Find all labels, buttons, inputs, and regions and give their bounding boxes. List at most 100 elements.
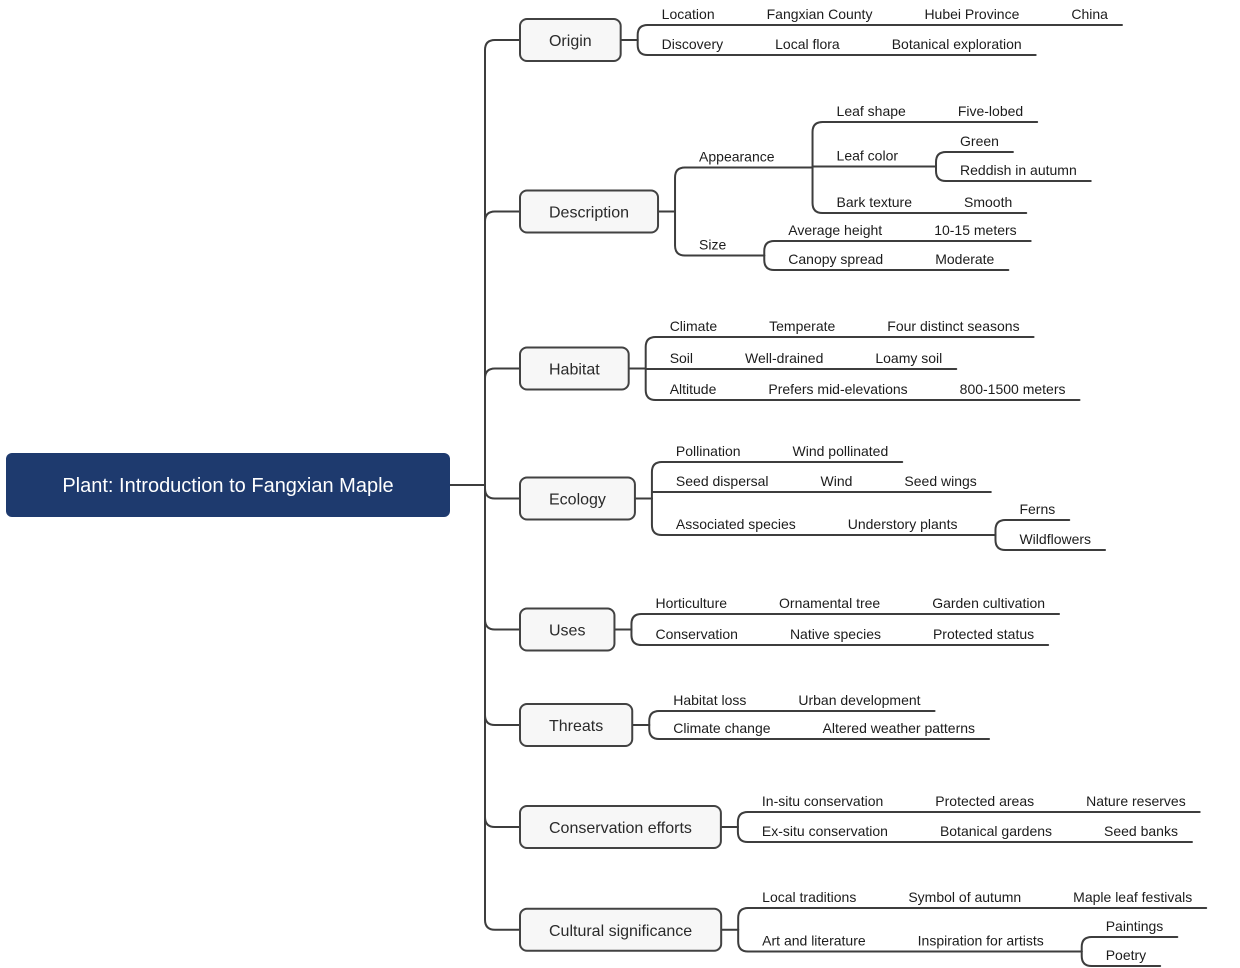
node-label-800-1500-meters[interactable]: 800-1500 meters: [960, 381, 1066, 397]
connector-line: [630, 628, 643, 646]
node-label-horticulture[interactable]: Horticulture: [655, 595, 727, 611]
node-label-five-lobed[interactable]: Five-lobed: [958, 103, 1023, 119]
node-label-average-height[interactable]: Average height: [788, 222, 882, 238]
connector-line: [935, 165, 948, 182]
connector-line: [636, 39, 649, 56]
node-label-leaf-shape[interactable]: Leaf shape: [837, 103, 906, 119]
node-label-pollination[interactable]: Pollination: [676, 443, 741, 459]
node-label-seed-banks[interactable]: Seed banks: [1104, 823, 1178, 839]
node-label-paintings[interactable]: Paintings: [1106, 918, 1164, 934]
branch-node-habitat[interactable]: [519, 346, 630, 391]
node-label-discovery[interactable]: Discovery: [662, 36, 723, 52]
node-label-botanical-gardens[interactable]: Botanical gardens: [940, 823, 1052, 839]
node-label-china[interactable]: China: [1071, 6, 1108, 22]
node-label-protected-status[interactable]: Protected status: [933, 626, 1034, 642]
node-label-ex-situ-conservation[interactable]: Ex-situ conservation: [762, 823, 888, 839]
node-label-temperate[interactable]: Temperate: [769, 318, 835, 334]
connector-line: [636, 24, 649, 41]
node-label-in-situ-conservation[interactable]: In-situ conservation: [762, 793, 883, 809]
branch-node-cultural-significance[interactable]: [519, 907, 723, 952]
node-label-prefers-mid-elevations[interactable]: Prefers mid-elevations: [768, 381, 907, 397]
node-label-maple-leaf-festivals[interactable]: Maple leaf festivals: [1073, 889, 1192, 905]
connector-line: [484, 39, 521, 486]
node-label-habitat[interactable]: Habitat: [549, 362, 600, 379]
connector-line: [674, 210, 687, 257]
node-label-ferns[interactable]: Ferns: [1019, 501, 1055, 517]
node-layer: Plant: Introduction to Fangxian Maple Ori…: [6, 6, 1192, 963]
node-label-botanical-exploration[interactable]: Botanical exploration: [892, 36, 1022, 52]
node-label-conservation-efforts[interactable]: Conservation efforts: [549, 820, 692, 837]
node-label-location[interactable]: Location: [662, 6, 715, 22]
node-label-ornamental-tree[interactable]: Ornamental tree: [779, 595, 880, 611]
node-label-hubei-province[interactable]: Hubei Province: [924, 6, 1019, 22]
node-label-canopy-spread[interactable]: Canopy spread: [788, 251, 883, 267]
node-label-loamy-soil[interactable]: Loamy soil: [875, 350, 942, 366]
node-label-appearance[interactable]: Appearance: [699, 149, 775, 165]
branch-node-ecology[interactable]: [519, 476, 636, 521]
node-label-urban-development[interactable]: Urban development: [798, 692, 920, 708]
branch-node-threats[interactable]: [519, 703, 634, 747]
node-label-origin[interactable]: Origin: [549, 33, 592, 50]
node-label-size[interactable]: Size: [699, 237, 726, 253]
node-label-understory-plants[interactable]: Understory plants: [848, 516, 958, 532]
connector-line: [648, 724, 661, 740]
node-label-climate-change[interactable]: Climate change: [673, 720, 770, 736]
node-label-garden-cultivation[interactable]: Garden cultivation: [932, 595, 1045, 611]
node-label-uses[interactable]: Uses: [549, 623, 585, 640]
node-label-symbol-of-autumn[interactable]: Symbol of autumn: [908, 889, 1021, 905]
node-label-wind-pollinated[interactable]: Wind pollinated: [793, 443, 889, 459]
node-label-conservation[interactable]: Conservation: [655, 626, 738, 642]
connector-line: [484, 484, 521, 931]
node-label-poetry[interactable]: Poetry: [1106, 947, 1146, 963]
node-label-four-distinct-seasons[interactable]: Four distinct seasons: [887, 318, 1019, 334]
node-label-art-and-literature[interactable]: Art and literature: [762, 933, 866, 949]
node-label-nature-reserves[interactable]: Nature reserves: [1086, 793, 1186, 809]
node-label-altitude[interactable]: Altitude: [670, 381, 717, 397]
connector-line: [484, 210, 521, 486]
node-label-seed-dispersal[interactable]: Seed dispersal: [676, 473, 769, 489]
connector-line: [484, 484, 521, 631]
node-label-ecology[interactable]: Ecology: [549, 492, 606, 509]
node-label-habitat-loss[interactable]: Habitat loss: [673, 692, 746, 708]
node-label-plant-introduction-to-fangxian-maple[interactable]: Plant: Introduction to Fangxian Maple: [62, 475, 393, 497]
node-label-inspiration-for-artists[interactable]: Inspiration for artists: [918, 933, 1044, 949]
node-label-reddish-in-autumn[interactable]: Reddish in autumn: [960, 162, 1077, 178]
node-label-altered-weather-patterns[interactable]: Altered weather patterns: [823, 720, 976, 736]
node-label-wind[interactable]: Wind: [821, 473, 853, 489]
node-label-protected-areas[interactable]: Protected areas: [935, 793, 1034, 809]
node-label-cultural-significance[interactable]: Cultural significance: [549, 923, 692, 940]
node-label-bark-texture[interactable]: Bark texture: [837, 194, 913, 210]
node-label-10-15-meters[interactable]: 10-15 meters: [934, 222, 1016, 238]
node-label-local-traditions[interactable]: Local traditions: [762, 889, 856, 905]
connector-line: [650, 461, 663, 500]
connector-line: [935, 151, 948, 168]
node-label-local-flora[interactable]: Local flora: [775, 36, 840, 52]
node-label-well-drained[interactable]: Well-drained: [745, 350, 823, 366]
branch-node-description[interactable]: [519, 189, 660, 234]
node-label-climate[interactable]: Climate: [670, 318, 718, 334]
node-label-moderate[interactable]: Moderate: [935, 251, 994, 267]
node-label-wildflowers[interactable]: Wildflowers: [1019, 531, 1091, 547]
node-label-threats[interactable]: Threats: [549, 718, 603, 735]
node-label-soil[interactable]: Soil: [670, 350, 693, 366]
node-label-description[interactable]: Description: [549, 205, 629, 222]
root-node[interactable]: [6, 453, 450, 517]
branch-node-origin[interactable]: [519, 18, 622, 62]
node-label-leaf-color[interactable]: Leaf color: [837, 148, 899, 164]
branch-node-conservation-efforts[interactable]: [519, 805, 722, 849]
node-label-smooth[interactable]: Smooth: [964, 194, 1012, 210]
connector-line: [648, 710, 661, 726]
connector-layer: [449, 24, 1208, 967]
connector-line: [674, 166, 687, 213]
node-label-associated-species[interactable]: Associated species: [676, 516, 796, 532]
connector-line: [484, 484, 521, 726]
branch-node-uses[interactable]: [519, 607, 616, 652]
connector-line: [736, 826, 749, 843]
node-label-seed-wings[interactable]: Seed wings: [904, 473, 976, 489]
node-label-green[interactable]: Green: [960, 133, 999, 149]
node-label-fangxian-county[interactable]: Fangxian County: [767, 6, 873, 22]
node-label-native-species[interactable]: Native species: [790, 626, 881, 642]
connector-line: [484, 367, 521, 486]
